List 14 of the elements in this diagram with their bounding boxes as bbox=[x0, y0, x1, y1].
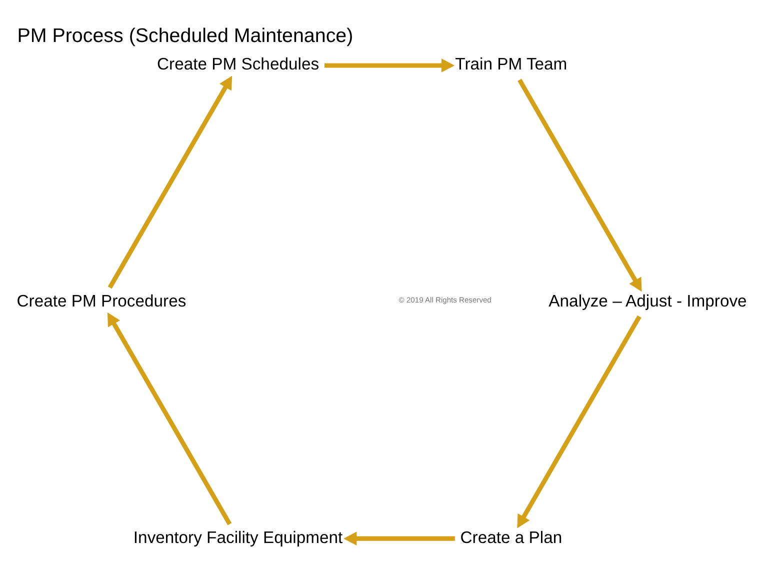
node-text: Create PM Procedures bbox=[16, 290, 186, 310]
node-text: Train PM Team bbox=[455, 54, 568, 74]
node-text: Create PM Schedules bbox=[157, 54, 320, 74]
arrow bbox=[343, 531, 455, 545]
node-text: Create a Plan bbox=[460, 527, 562, 546]
arrow bbox=[324, 58, 455, 72]
arrow bbox=[517, 314, 642, 528]
label: © 2019 All Rights Reserved bbox=[398, 294, 492, 304]
node-text: Inventory Facility Equipment bbox=[133, 527, 343, 546]
diagram-title: PM Process (Scheduled Maintenance) bbox=[17, 24, 354, 46]
arrow bbox=[518, 78, 642, 292]
arrow bbox=[108, 75, 232, 288]
arrow bbox=[107, 312, 232, 525]
node-text: Analyze – Adjust - Improve bbox=[548, 290, 747, 310]
